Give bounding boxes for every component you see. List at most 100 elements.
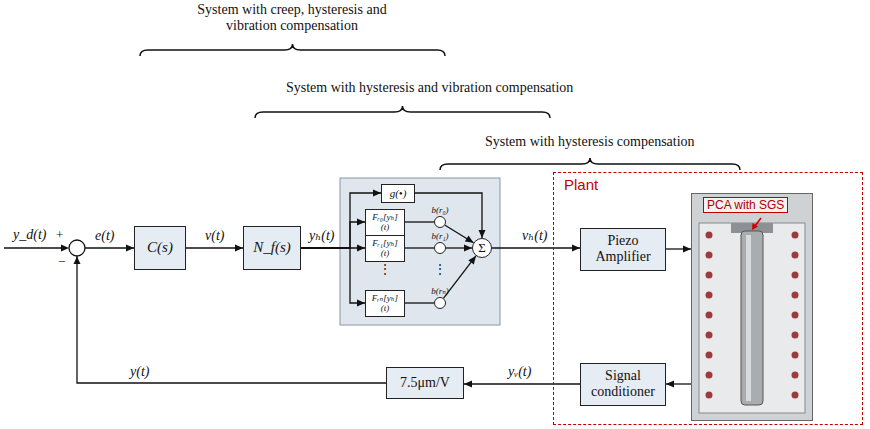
mount-hole bbox=[792, 332, 799, 339]
arrow-head bbox=[464, 381, 472, 388]
sign-label: + bbox=[56, 228, 63, 243]
mount-hole bbox=[706, 372, 713, 379]
weight-label: b(r₁) bbox=[431, 232, 448, 242]
block-label: Fᵣ₁[yₕ](t) bbox=[368, 238, 402, 259]
arrow-head bbox=[464, 245, 472, 252]
weight-label: b(r₀) bbox=[431, 206, 448, 216]
signal-connector bbox=[445, 225, 473, 243]
gain-block: 7.5μm/V bbox=[386, 367, 464, 399]
connector-line bbox=[492, 247, 580, 248]
signal-connector bbox=[405, 248, 434, 249]
arrow-head bbox=[357, 219, 365, 226]
connector-line bbox=[186, 247, 243, 248]
connector-line bbox=[405, 247, 434, 248]
arrow-head bbox=[373, 190, 381, 197]
block-label: N_f(s) bbox=[253, 239, 291, 256]
scope-label: System with creep, hysteresis and vibrat… bbox=[172, 2, 412, 34]
scope-label: System with hysteresis and vibration com… bbox=[286, 80, 573, 96]
signal-connector bbox=[415, 193, 486, 238]
block-label: C(s) bbox=[147, 239, 173, 256]
connector-line bbox=[301, 222, 365, 248]
mount-hole bbox=[706, 332, 713, 339]
callout-label: PCA with SGS bbox=[703, 197, 788, 213]
arrow-head bbox=[468, 256, 476, 264]
mount-hole bbox=[706, 272, 713, 279]
arrow-head bbox=[61, 245, 69, 252]
signal-connector bbox=[405, 222, 434, 223]
block-label: Signal conditioner bbox=[585, 368, 661, 400]
signal-connector bbox=[666, 381, 691, 388]
ellipsis: ⋮ bbox=[379, 263, 391, 277]
signal-connector bbox=[405, 303, 434, 304]
arrow-head bbox=[357, 300, 365, 307]
weight-node: b(rₙ) bbox=[434, 297, 446, 309]
mount-hole bbox=[792, 372, 799, 379]
sum-node: Σ bbox=[472, 238, 492, 258]
operator-block: Fᵣ₀[yₕ](t) bbox=[365, 209, 405, 236]
mount-hole bbox=[792, 232, 799, 239]
signal-connector bbox=[666, 246, 691, 253]
weight-node: b(r₁) bbox=[434, 242, 446, 254]
mount-hole bbox=[706, 352, 713, 359]
filter-block: N_f(s) bbox=[243, 226, 301, 270]
signal-connector bbox=[464, 381, 580, 388]
operator-block: Fᵣ₁[yₕ](t) bbox=[365, 235, 405, 262]
arrow-head bbox=[357, 245, 365, 252]
mount-hole bbox=[792, 312, 799, 319]
connector-line bbox=[405, 302, 434, 303]
weight-label: b(rₙ) bbox=[431, 287, 449, 297]
amplifier-block: Piezo Amplifier bbox=[580, 228, 666, 271]
hysteresis-panel bbox=[340, 178, 500, 325]
signal-name: v(t) bbox=[205, 228, 224, 244]
mount-hole bbox=[706, 292, 713, 299]
signal-name: vₕ(t) bbox=[522, 228, 547, 244]
signal-name: y(t) bbox=[130, 364, 149, 380]
sum-symbol: Σ bbox=[478, 241, 486, 256]
mount-hole bbox=[792, 272, 799, 279]
mount-hole bbox=[706, 252, 713, 259]
mount-hole bbox=[792, 352, 799, 359]
connector-line bbox=[405, 221, 434, 222]
actuator-photo: PCA with SGS bbox=[691, 193, 813, 421]
block-label: 7.5μm/V bbox=[400, 375, 450, 391]
operator-block: Fᵣₙ[yₕ](t) bbox=[365, 290, 405, 317]
actuator-cylinder bbox=[741, 231, 763, 405]
frame bbox=[699, 223, 805, 413]
region-title: Plant bbox=[564, 176, 598, 193]
brace bbox=[140, 44, 445, 56]
plant-region: PlantPiezo AmplifierSignal conditioner PC… bbox=[553, 172, 863, 425]
ellipsis: ⋮ bbox=[434, 263, 446, 277]
signal-name: y_d(t) bbox=[13, 227, 46, 243]
signal-connector bbox=[301, 248, 365, 307]
connector-line bbox=[445, 225, 473, 243]
signal-connector bbox=[301, 219, 365, 249]
input-wire bbox=[4, 247, 63, 248]
arrow-head bbox=[666, 381, 674, 388]
arrow-head bbox=[683, 246, 691, 253]
connector-line bbox=[464, 383, 580, 384]
signal-connector bbox=[446, 245, 472, 252]
signal-name: yₕ(t) bbox=[309, 228, 334, 244]
mount-hole bbox=[706, 392, 713, 399]
conditioner-block: Signal conditioner bbox=[580, 363, 666, 406]
mount-hole bbox=[792, 292, 799, 299]
arrow-head bbox=[479, 230, 486, 238]
connector-line bbox=[77, 248, 386, 383]
mount-hole bbox=[792, 392, 799, 399]
signal-connector bbox=[492, 245, 580, 252]
mount-hole bbox=[706, 312, 713, 319]
arrow-head bbox=[465, 236, 474, 243]
arrow-head bbox=[126, 245, 134, 252]
block-label: Piezo Amplifier bbox=[585, 233, 661, 265]
connector-line bbox=[301, 248, 365, 303]
controller-block: C(s) bbox=[134, 226, 186, 270]
signal-connector bbox=[186, 245, 243, 252]
arrow-head bbox=[235, 245, 243, 252]
arrow-head bbox=[752, 223, 758, 230]
weight-node: b(r₀) bbox=[434, 216, 446, 228]
block-label: Fᵣ₀[yₕ](t) bbox=[368, 212, 402, 233]
callout-leader bbox=[755, 218, 761, 226]
mount-hole bbox=[706, 232, 713, 239]
sign-label: − bbox=[58, 255, 65, 270]
